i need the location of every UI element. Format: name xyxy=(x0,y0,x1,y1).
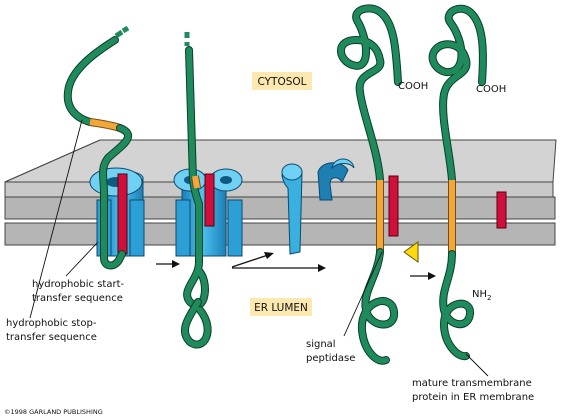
translocator-subunits xyxy=(281,158,355,255)
red-segment-4 xyxy=(496,191,507,229)
red-segment-1 xyxy=(117,173,128,255)
er-lumen-label-box: ER LUMEN xyxy=(250,298,312,316)
signal-peptidase-label-line2: peptidase xyxy=(306,353,355,364)
er-membrane xyxy=(4,139,557,246)
polypeptide-chain-1 xyxy=(63,25,132,270)
arrow-1 xyxy=(156,260,180,268)
red-segment-3 xyxy=(388,175,399,237)
arrow-2 xyxy=(231,252,274,268)
polypeptide-chain-4 xyxy=(428,4,487,361)
translocator-channel-1 xyxy=(89,167,145,257)
cooh-label-left: COOH xyxy=(398,81,428,92)
start-transfer-label-line1: hydrophobic start- xyxy=(32,279,125,290)
cooh-label-right: COOH xyxy=(476,84,506,95)
er-lumen-label: ER LUMEN xyxy=(254,302,308,314)
leader-lines xyxy=(29,119,489,377)
signal-peptidase-label-line1: signal xyxy=(306,339,336,350)
red-segment-2 xyxy=(204,173,215,227)
polypeptide-chain-3 xyxy=(337,4,402,365)
cytosol-label-box: CYTOSOL xyxy=(252,72,312,90)
mature-protein-label-line2: protein in ER membrane xyxy=(412,392,534,403)
nh2-label: NH2 xyxy=(472,289,491,302)
process-arrows xyxy=(156,252,436,280)
start-transfer-label-line2: transfer sequence xyxy=(32,293,123,304)
copyright-text: ©1998 GARLAND PUBLISHING xyxy=(4,408,103,416)
arrow-3 xyxy=(232,264,326,272)
polypeptide-chain-2 xyxy=(181,32,212,349)
signal-peptidase-icon xyxy=(403,241,419,263)
stop-transfer-label-line1: hydrophobic stop- xyxy=(6,318,97,329)
mature-protein-label-line1: mature transmembrane xyxy=(412,378,532,389)
cytosol-label: CYTOSOL xyxy=(257,76,306,88)
stop-transfer-label-line2: transfer sequence xyxy=(6,332,97,343)
arrow-4 xyxy=(410,272,436,280)
